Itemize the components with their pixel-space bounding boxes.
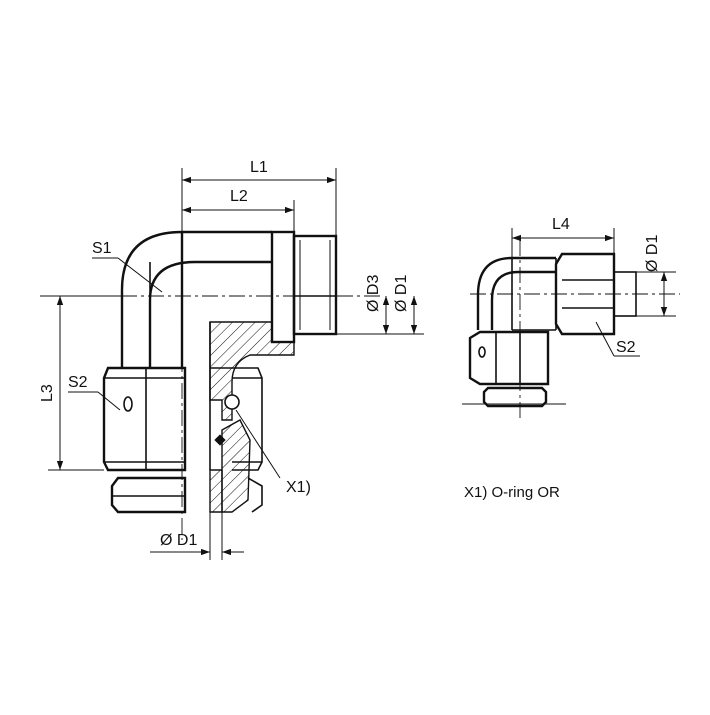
dim-d3-label: Ø D3 <box>365 275 382 312</box>
threaded-end <box>270 230 338 344</box>
dim-d1-bottom-label: Ø D1 <box>160 532 197 549</box>
dim-d1-right-label: Ø D1 <box>393 275 410 312</box>
section-hatch <box>209 321 295 421</box>
dim-l1-label: L1 <box>250 159 268 176</box>
dim-l3-label: L3 <box>39 384 56 402</box>
dim-l2-label: L2 <box>230 188 248 205</box>
elbow-body <box>120 230 272 368</box>
side-nut-bottom <box>468 330 550 408</box>
dim-l4-label: L4 <box>552 216 570 233</box>
callout-s2: S2 <box>68 374 88 391</box>
callout-x1: X1) <box>286 479 311 496</box>
dim-side-d1-label: Ø D1 <box>644 235 661 272</box>
o-ring <box>214 394 240 446</box>
side-callout-s2: S2 <box>616 339 636 356</box>
base-cone <box>110 476 263 514</box>
nut-s2 <box>102 366 263 472</box>
section-hatch-base <box>209 469 223 513</box>
section-hatch-lower <box>221 419 251 513</box>
o-ring-note: X1) O-ring OR <box>464 484 560 501</box>
callout-s1: S1 <box>92 240 112 257</box>
main-view: L1 L2 L3 Ø D3 Ø D1 Ø D1 S1 S2 X1) <box>39 159 424 560</box>
side-view: L4 Ø D1 S2 <box>462 216 680 420</box>
